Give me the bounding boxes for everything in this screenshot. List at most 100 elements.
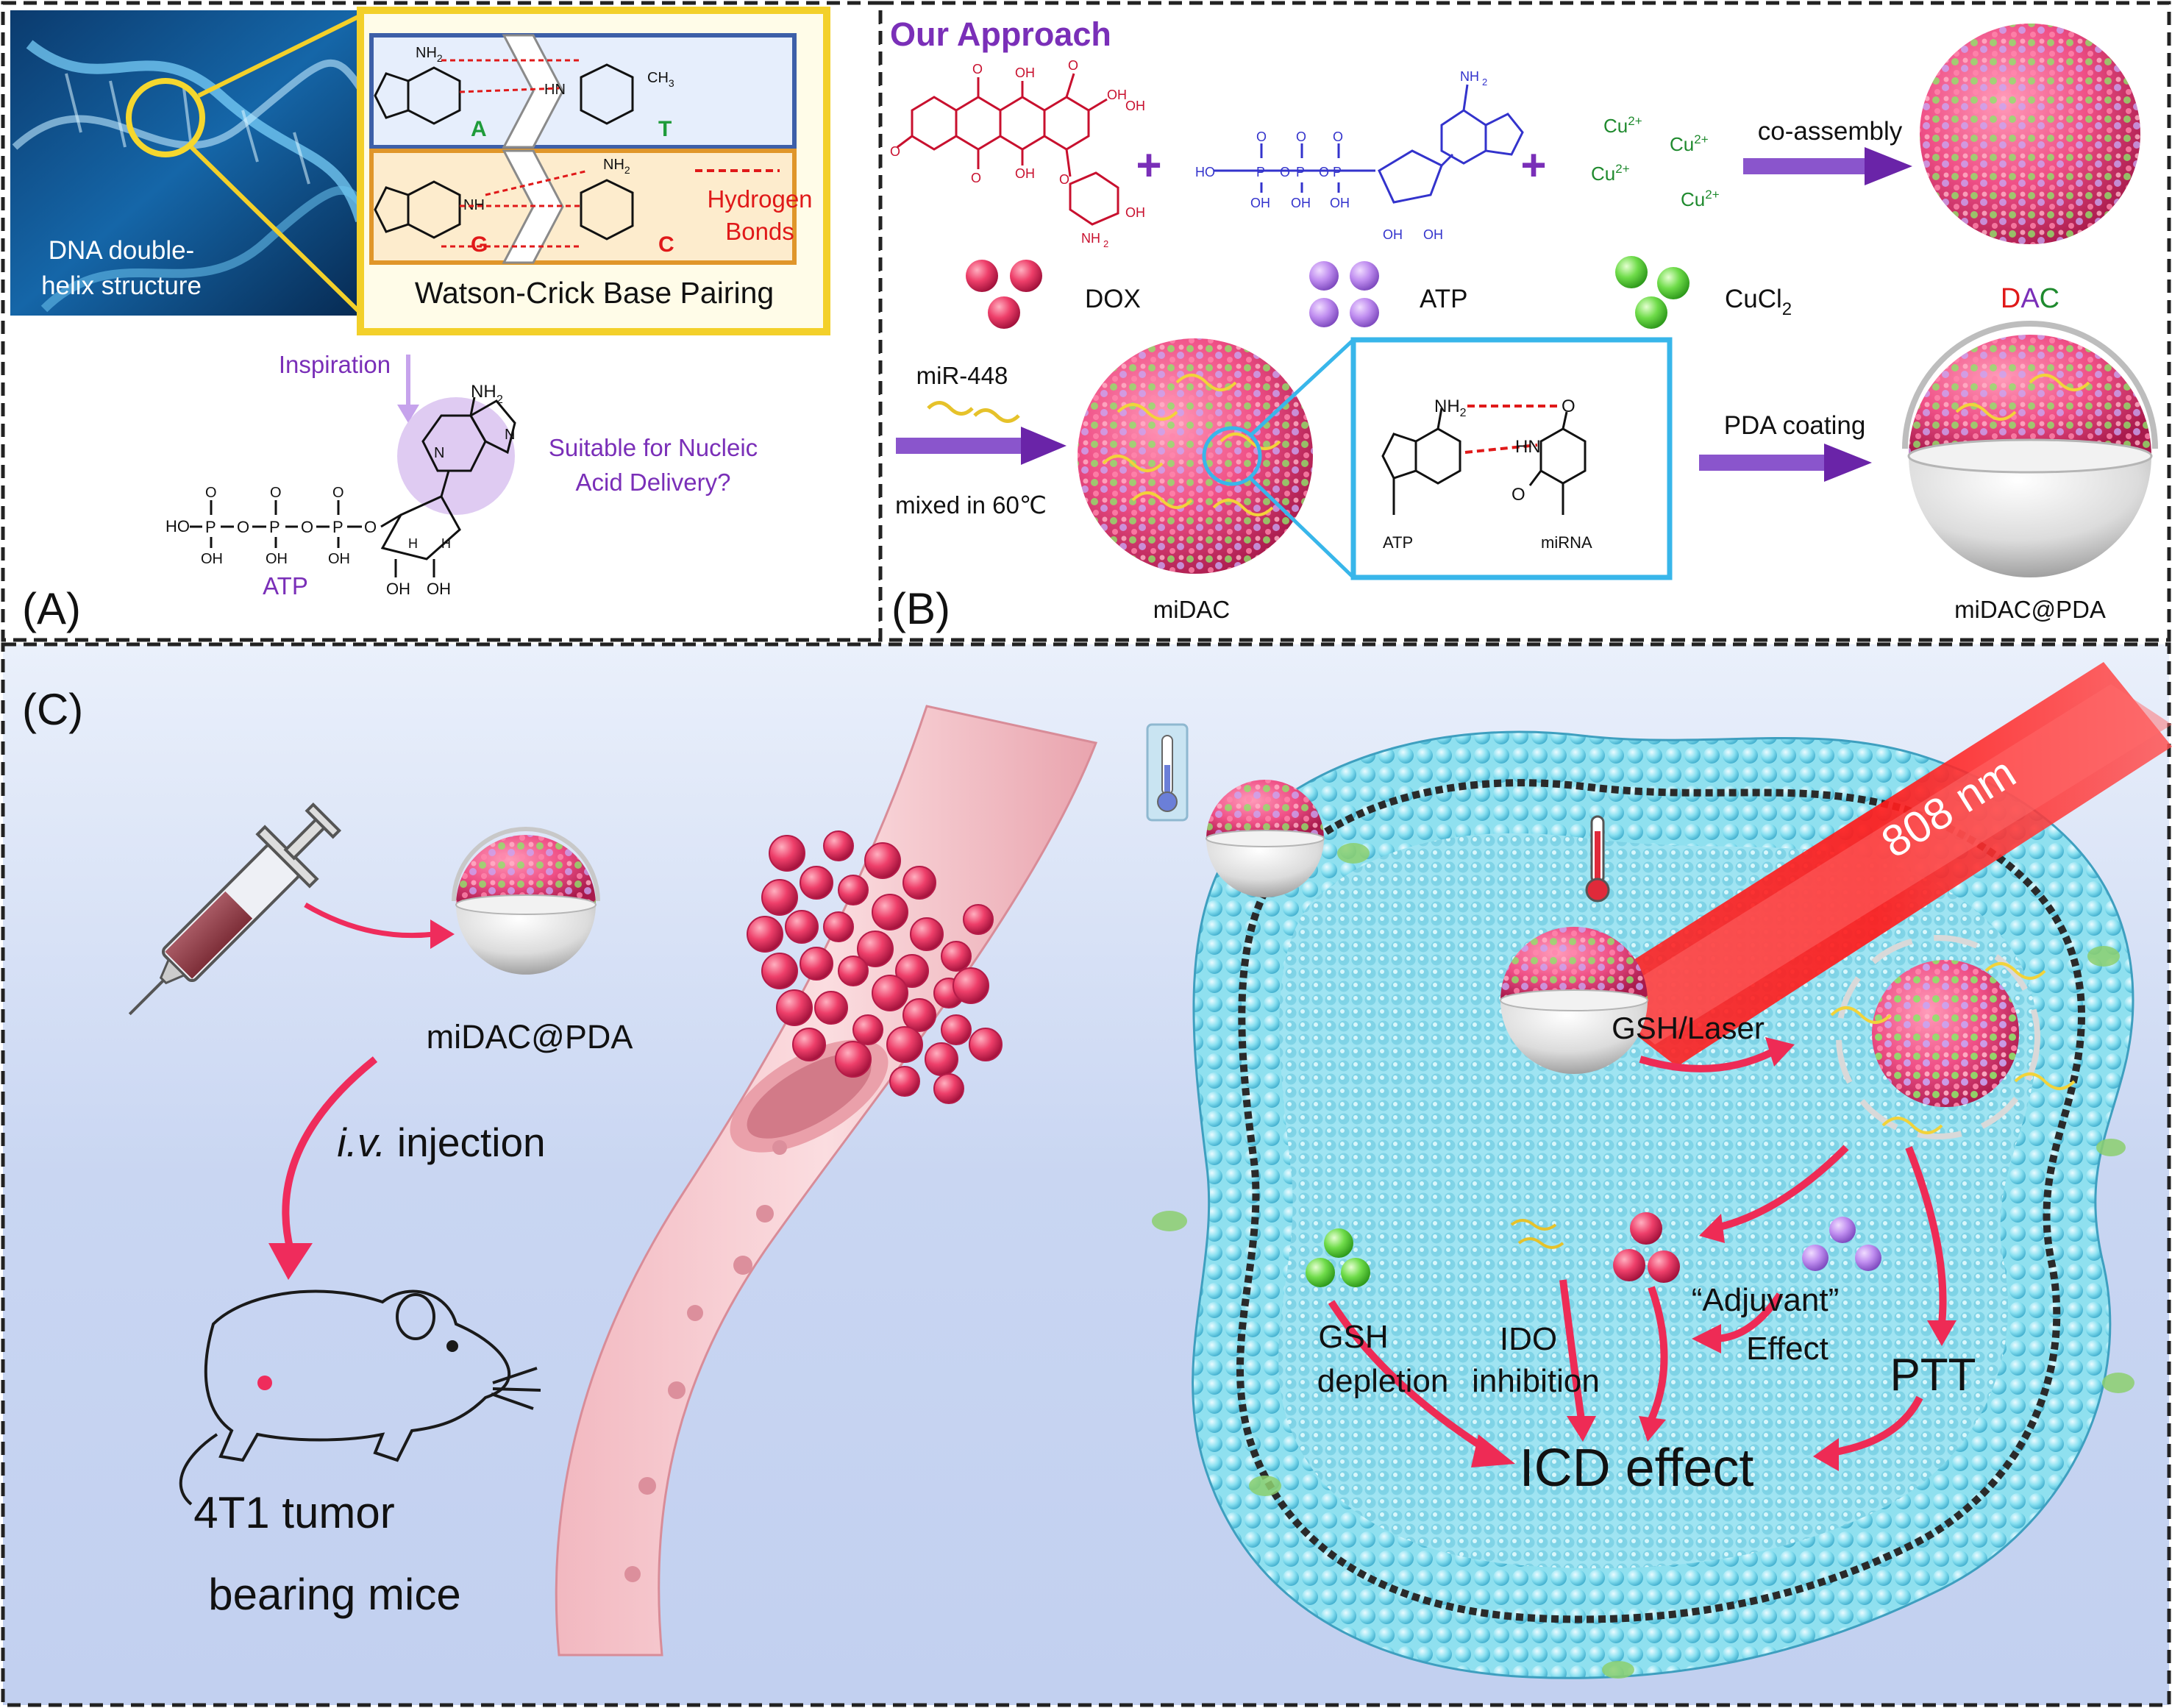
tumor-cell	[852, 1014, 883, 1045]
panel-a: DNA double- helix structure NH2 H	[1, 1, 883, 642]
svg-text:O: O	[972, 62, 983, 76]
dac-nanoparticle	[1920, 24, 2140, 244]
tumor-cell	[838, 956, 869, 986]
svg-text:O: O	[1059, 172, 1069, 187]
svg-text:2: 2	[1103, 238, 1108, 249]
mice-label-line2: bearing mice	[208, 1570, 461, 1619]
panel-c: (C) miDAC@PDA i.v. injection	[1, 642, 2172, 1707]
svg-text:NH: NH	[1460, 69, 1479, 84]
tumor-cell	[953, 967, 989, 1004]
panel-c-letter: (C)	[22, 685, 83, 734]
cell-membrane	[1152, 730, 2134, 1679]
adjuvant-line1: “Adjuvant”	[1692, 1282, 1840, 1318]
tumor-cell	[902, 998, 936, 1032]
svg-text:P: P	[269, 518, 280, 536]
svg-text:O: O	[364, 518, 377, 536]
plus-1: +	[1136, 140, 1161, 190]
svg-text:OH: OH	[1125, 99, 1145, 113]
svg-text:O: O	[1068, 58, 1078, 73]
svg-text:HN: HN	[1515, 437, 1541, 457]
tumor-cell	[963, 904, 994, 935]
panel-a-letter: (A)	[22, 584, 81, 633]
svg-text:OH: OH	[1423, 227, 1443, 242]
svg-text:OH: OH	[1330, 196, 1350, 210]
svg-text:N: N	[434, 445, 444, 461]
midac-nanoparticle	[1078, 338, 1313, 574]
svg-text:OH: OH	[427, 580, 451, 598]
pda-coating-arrow	[1699, 444, 1872, 482]
nh-label-g: NH	[463, 197, 485, 213]
svg-text:P: P	[332, 518, 343, 536]
midac-pda-nanoparticle	[1902, 321, 2158, 577]
svg-text:O: O	[1280, 165, 1290, 179]
midac-pda-inside	[1500, 927, 1648, 1074]
hydrogen-bonds-line2: Bonds	[725, 218, 794, 245]
midac-label: miDAC	[1153, 596, 1231, 623]
atp-label-a: ATP	[263, 572, 308, 599]
tumor-cell	[838, 875, 869, 905]
tumor-cell	[800, 866, 833, 900]
tumor-cell	[941, 1014, 972, 1045]
ido-inhibition-line2: inhibition	[1472, 1363, 1600, 1399]
dna-caption-line2: helix structure	[41, 271, 202, 300]
adjuvant-line2: Effect	[1746, 1331, 1829, 1367]
svg-text:Cu2+: Cu2+	[1603, 114, 1642, 137]
svg-text:O: O	[1319, 165, 1329, 179]
tumor-cell	[857, 930, 894, 967]
tumor-cell	[823, 911, 854, 942]
svg-text:O: O	[1562, 396, 1575, 416]
svg-text:O: O	[270, 485, 282, 501]
svg-text:OH: OH	[1015, 166, 1035, 181]
ido-inhibition-line1: IDO	[1500, 1321, 1557, 1357]
svg-text:N: N	[505, 427, 515, 443]
tumor-cell	[785, 910, 819, 944]
syringe-icon	[128, 802, 342, 1016]
atp-ho: HO	[165, 517, 190, 535]
released-cucl2	[1306, 1228, 1370, 1287]
svg-text:OH: OH	[1015, 65, 1035, 80]
tumor-cell	[889, 1066, 920, 1097]
svg-text:ATP: ATP	[1383, 533, 1413, 552]
svg-text:O: O	[301, 518, 313, 536]
svg-text:OH: OH	[386, 580, 410, 598]
tumor-cell	[872, 975, 908, 1011]
gsh-depletion-line2: depletion	[1317, 1363, 1449, 1399]
tumor-cell	[747, 916, 783, 953]
tumor-cell	[835, 1041, 872, 1078]
tumor-cell	[902, 866, 936, 900]
thermometer-hot-icon	[1585, 815, 1610, 903]
svg-text:O: O	[890, 144, 900, 159]
question-line1: Suitable for Nucleic	[549, 434, 758, 461]
dna-caption-line1: DNA double-	[49, 236, 194, 265]
legend-cucl2: CuCl2	[1615, 256, 1792, 329]
tumor-cell	[823, 830, 854, 861]
tumor-cell	[814, 991, 848, 1025]
svg-text:O: O	[205, 485, 217, 501]
inspiration-label: Inspiration	[279, 351, 391, 378]
co-assembly-label: co-assembly	[1758, 117, 1903, 146]
svg-text:P: P	[1296, 165, 1305, 179]
gsh-laser-label: GSH/Laser	[1612, 1011, 1765, 1045]
hydrogen-bond-inset: NH2 O HN O ATP miRNA	[1350, 337, 1673, 580]
mixing-arrow	[896, 427, 1067, 465]
thermometer-cold-icon	[1146, 723, 1189, 822]
svg-text:OH: OH	[1107, 88, 1127, 102]
tumor-cell	[792, 1028, 826, 1061]
copper-ions: Cu2+ Cu2+ Cu2+ Cu2+	[1591, 114, 1720, 210]
methyl-label: CH3	[647, 70, 674, 89]
tumor-cell	[872, 894, 908, 930]
tumor-cell	[941, 941, 972, 972]
midac-pda-small	[452, 827, 600, 975]
mouse-illustration	[179, 1289, 541, 1506]
tumor-cell	[969, 1028, 1003, 1061]
tumor-cluster	[747, 830, 1003, 1104]
base-a-letter: A	[471, 117, 487, 141]
question-line2: Acid Delivery?	[576, 469, 731, 496]
svg-text:Cu2+: Cu2+	[1670, 132, 1709, 155]
svg-text:H: H	[441, 536, 451, 551]
svg-text:2: 2	[496, 394, 503, 406]
amine-label-c: NH2	[603, 157, 630, 176]
dna-helix-image: DNA double- helix structure	[10, 10, 367, 316]
